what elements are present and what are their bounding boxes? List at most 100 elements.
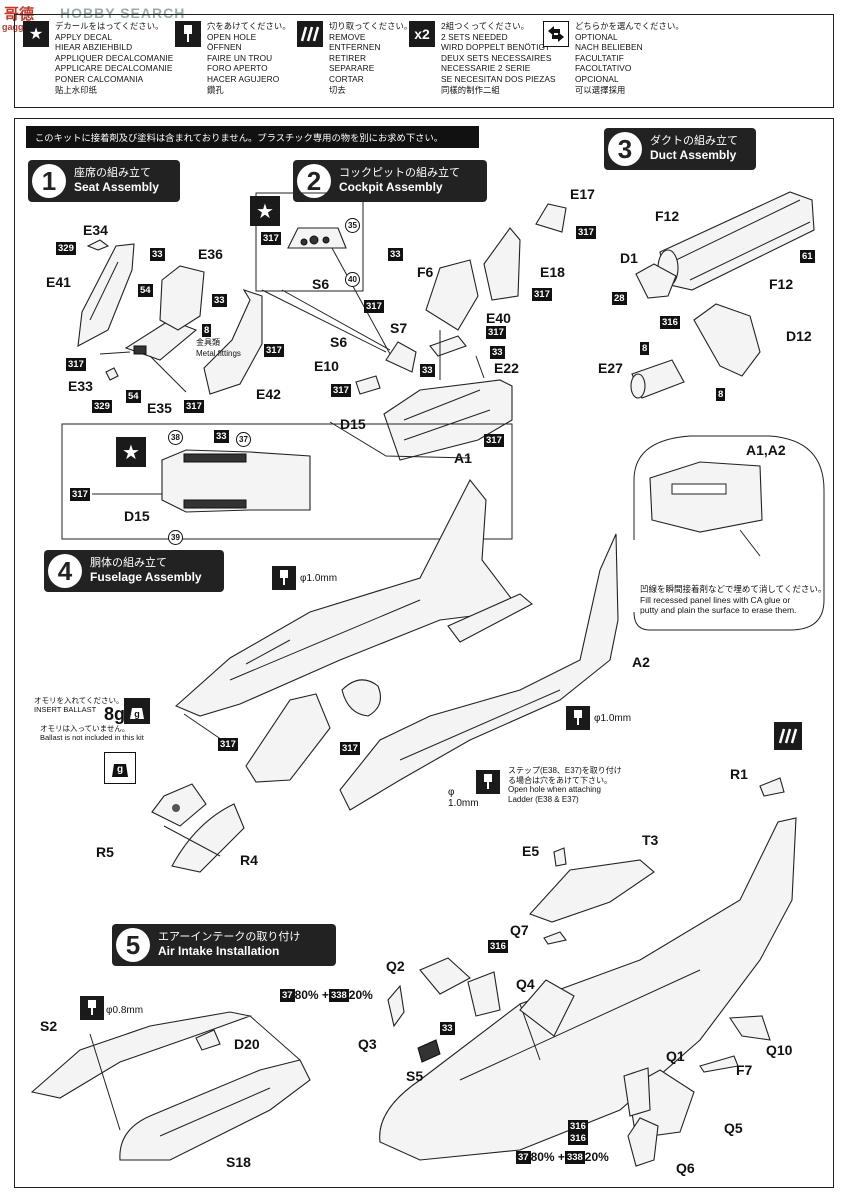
legend-jp: 穴をあけてください。 [207, 21, 291, 31]
label-f7: F7 [736, 1062, 753, 1078]
d15-detail-frame [61, 423, 513, 540]
engine-exhaust [447, 593, 533, 643]
paint-code: 329 [56, 242, 76, 255]
weight-unit: g [116, 764, 124, 775]
drill-icon [175, 21, 201, 47]
label-e17: E17 [570, 186, 595, 202]
label-e41: E41 [46, 274, 71, 290]
paint-code: 8 [716, 388, 726, 401]
label-s6: S6 [330, 334, 348, 350]
step-title-en: Air Intake Installation [158, 944, 280, 958]
seat-e35 [124, 319, 198, 361]
paint-code: 54 [138, 284, 153, 297]
step-title-jp: 座席の組み立て [74, 167, 151, 179]
label-e35: E35 [147, 400, 172, 416]
legend-text: REMOVE ENTFERNEN RETIRER SEPARARE CORTAR… [329, 31, 381, 95]
seat-f6 [425, 259, 479, 331]
paint-code: 33 [420, 364, 435, 377]
hole-diameter: φ 1.0mm [448, 787, 479, 809]
ladder-note: ステップ(E38、E37)を取り付け る場合は穴をあけて下さい。 Open ho… [508, 766, 622, 804]
paint-code: 8 [202, 324, 212, 337]
label-e33: E33 [68, 378, 93, 394]
label-q4: Q4 [516, 976, 535, 992]
drill-icon [80, 996, 104, 1020]
instruction-pane [14, 118, 834, 1188]
paint-code: 33 [150, 248, 165, 261]
paint-code: 33 [490, 346, 505, 359]
drill-icon [476, 770, 500, 794]
step-title-jp: コックピットの組み立て [339, 167, 460, 179]
step-title-en: Duct Assembly [650, 148, 737, 162]
symbol-legend: ★ デカールをはってください。APPLY DECAL HIEAR ABZIEHB… [14, 14, 834, 108]
legend-text: OPEN HOLE ÖFFNEN FAIRE UN TROU FORO APER… [207, 31, 280, 95]
metal-fittings-note: 金具類 Metal fittings [196, 338, 241, 358]
decal-number: 40 [345, 272, 360, 287]
label-a2: A2 [632, 654, 650, 670]
intake-cap [341, 679, 381, 717]
part-r1 [759, 777, 785, 797]
step-title-en: Cockpit Assembly [339, 180, 443, 194]
mix-ratio: 80% + [294, 988, 329, 1002]
paint-code: 317 [331, 384, 351, 397]
step-number: 1 [32, 164, 66, 198]
label-a1: A1 [454, 450, 472, 466]
part-q10 [729, 1015, 771, 1041]
part-e10 [355, 375, 381, 395]
step-title-en: Seat Assembly [74, 180, 159, 194]
legend-hole: 穴をあけてください。OPEN HOLE ÖFFNEN FAIRE UN TROU… [175, 21, 291, 95]
label-q10: Q10 [766, 1042, 793, 1058]
cockpit-tub-d15 [383, 379, 513, 461]
label-e18: E18 [540, 264, 565, 280]
label-e5: E5 [522, 843, 540, 859]
label-t3: T3 [642, 832, 659, 848]
part-d20 [195, 1029, 221, 1051]
paint-code: 338 [564, 1150, 585, 1164]
label-d15: D15 [340, 416, 366, 432]
step-number: 3 [608, 132, 642, 166]
legend-text: 2 SETS NEEDED WIRD DOPPELT BENÖTIGT DEUX… [441, 31, 556, 95]
label-s18: S18 [226, 1154, 251, 1170]
hole-diameter: φ1.0mm [300, 573, 338, 584]
step-title-jp: ダクトの組み立て [650, 135, 738, 147]
weight-icon-crossed: g [104, 752, 136, 784]
decal-number: 38 [168, 430, 183, 445]
label-e10: E10 [314, 358, 339, 374]
paint-mix-q3: 37 80% + 338 20% [280, 988, 373, 1002]
legend-jp: デカールをはってください。 [55, 21, 164, 31]
label-r1: R1 [730, 766, 748, 782]
ballast-weight: 8g [104, 704, 126, 724]
label-e34: E34 [83, 222, 108, 238]
paint-code: 317 [264, 344, 284, 357]
paint-code: 317 [364, 300, 384, 313]
nose-r5 [151, 783, 207, 827]
paint-code: 317 [576, 226, 596, 239]
mix-ratio: 20% [348, 988, 373, 1002]
duct-d1 [635, 263, 677, 299]
panel-inset-frame [255, 192, 364, 292]
legend-decal: ★ デカールをはってください。APPLY DECAL HIEAR ABZIEHB… [23, 21, 173, 95]
label-d12: D12 [786, 328, 812, 344]
intake-q6 [627, 1117, 659, 1167]
bulkhead-e18 [483, 227, 521, 301]
step-number: 2 [297, 164, 331, 198]
label-q3: Q3 [358, 1036, 377, 1052]
paint-code: 316 [660, 316, 680, 329]
part-e33 [105, 367, 119, 381]
weight-icon: g [124, 698, 150, 724]
label-q6: Q6 [676, 1160, 695, 1176]
panel-s6-s7 [385, 341, 417, 373]
label-q7: Q7 [510, 922, 529, 938]
paint-code: 316 [568, 1120, 588, 1133]
part-q1 [623, 1067, 651, 1117]
label-e36: E36 [198, 246, 223, 262]
seat-e41 [77, 243, 135, 347]
label-d20: D20 [234, 1036, 260, 1052]
label-q5: Q5 [724, 1120, 743, 1136]
seat-assembly [245, 693, 331, 783]
legend-jp: どちらかを選んでください。 [575, 21, 684, 31]
paint-code: 317 [340, 742, 360, 755]
paint-code: 317 [66, 358, 86, 371]
mix-ratio: 20% [584, 1150, 609, 1164]
paint-code: 37 [516, 1150, 531, 1164]
